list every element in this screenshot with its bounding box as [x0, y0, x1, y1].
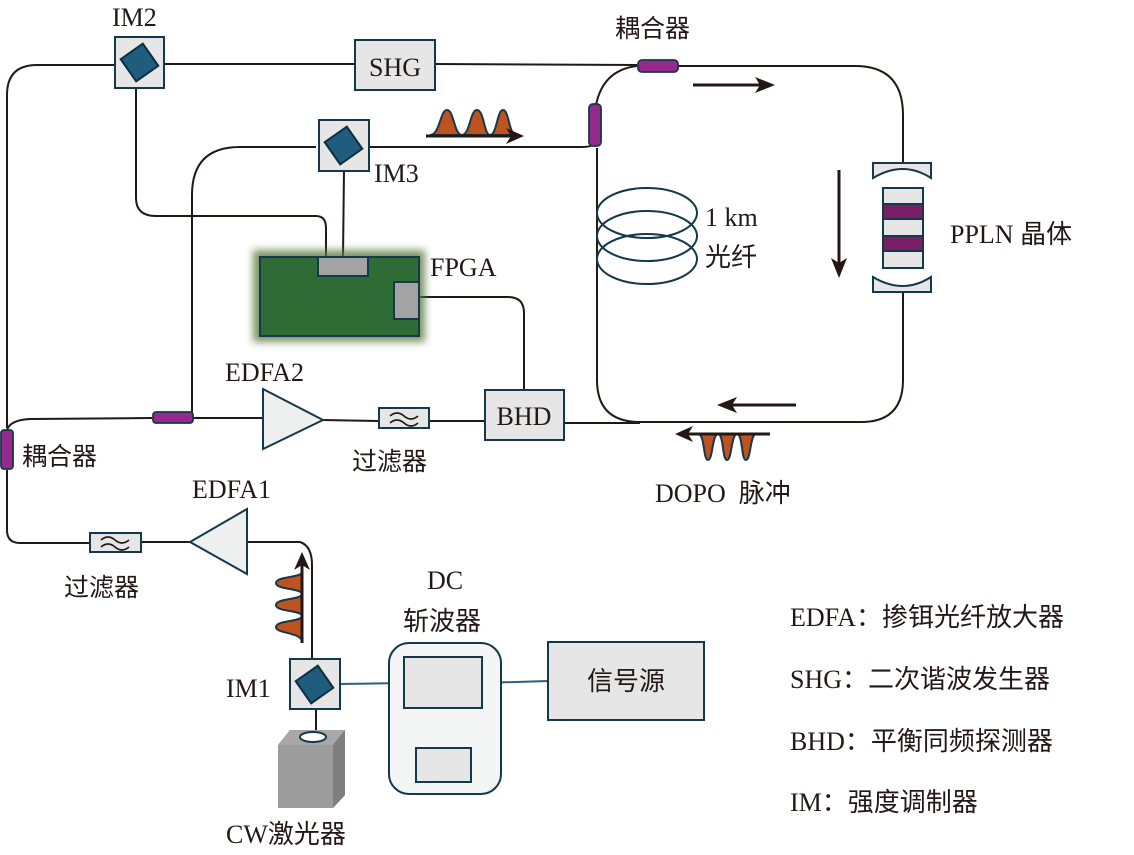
edfa1-amplifier[interactable]	[187, 507, 248, 576]
legend-item: SHG：二次谐波发生器	[790, 665, 1050, 694]
fiber-label: 光纤	[705, 243, 757, 272]
legend-item: IM：强度调制器	[790, 788, 978, 817]
signal-source[interactable]	[547, 641, 705, 721]
filter-edfa2[interactable]	[378, 407, 430, 429]
edfa2-amplifier[interactable]	[262, 387, 326, 451]
cw-laser-label: CW激光器	[226, 820, 346, 849]
bhd-label: BHD	[497, 402, 552, 431]
coupler-left[interactable]	[0, 429, 14, 470]
signal-source-label: 信号源	[587, 667, 665, 696]
dc-chopper-label-line2: 斩波器	[403, 607, 481, 636]
filter-edfa1-label: 过滤器	[64, 574, 139, 602]
shg-label: SHG	[369, 53, 421, 82]
arrow-right-icon	[693, 77, 775, 93]
ppln-crystal[interactable]	[872, 162, 932, 293]
legend-item: EDFA：掺铒光纤放大器	[790, 603, 1064, 632]
legend: EDFA：掺铒光纤放大器 SHG：二次谐波发生器 BHD：平衡同频探测器 IM：…	[790, 603, 1064, 817]
fpga-label: FPGA	[430, 253, 497, 282]
bhd-detector[interactable]	[484, 389, 565, 441]
coupler-top-label: 耦合器	[615, 15, 690, 43]
pulse-train-vertical-icon	[274, 552, 310, 643]
edfa2-label: EDFA2	[225, 358, 304, 387]
im1-label: IM1	[226, 674, 271, 703]
dopo-pulses-label: DOPO 脉冲	[655, 479, 791, 508]
coupler-vertical[interactable]	[588, 103, 602, 147]
coupler-edfa2-line[interactable]	[152, 411, 194, 424]
ppln-label: PPLN 晶体	[950, 220, 1072, 249]
fiber-spool-icon	[596, 187, 698, 285]
cw-laser-icon[interactable]	[278, 730, 345, 808]
im3-modulator[interactable]	[318, 119, 370, 172]
fiber-length-label: 1 km	[705, 203, 758, 232]
pulse-train-icon	[426, 108, 524, 144]
im2-label: IM2	[112, 3, 157, 32]
im2-modulator[interactable]	[114, 36, 165, 89]
arrow-left-icon	[717, 397, 796, 413]
arrow-down-icon	[831, 170, 847, 278]
im1-modulator[interactable]	[289, 658, 341, 710]
dc-chopper-label-line1: DC	[427, 566, 463, 595]
edfa1-label: EDFA1	[192, 475, 271, 504]
dopo-pulse-train-icon	[675, 426, 770, 462]
legend-item: BHD：平衡同频探测器	[790, 727, 1053, 756]
fpga-board[interactable]	[253, 250, 425, 342]
filter-edfa2-label: 过滤器	[352, 448, 427, 476]
shg-box[interactable]	[354, 39, 436, 91]
coupler-left-label: 耦合器	[22, 443, 97, 471]
coupler-top[interactable]	[637, 59, 679, 73]
fiber-paths	[6, 63, 904, 735]
dc-chopper[interactable]	[388, 642, 502, 795]
im3-label: IM3	[374, 159, 419, 188]
filter-edfa1[interactable]	[89, 532, 142, 553]
